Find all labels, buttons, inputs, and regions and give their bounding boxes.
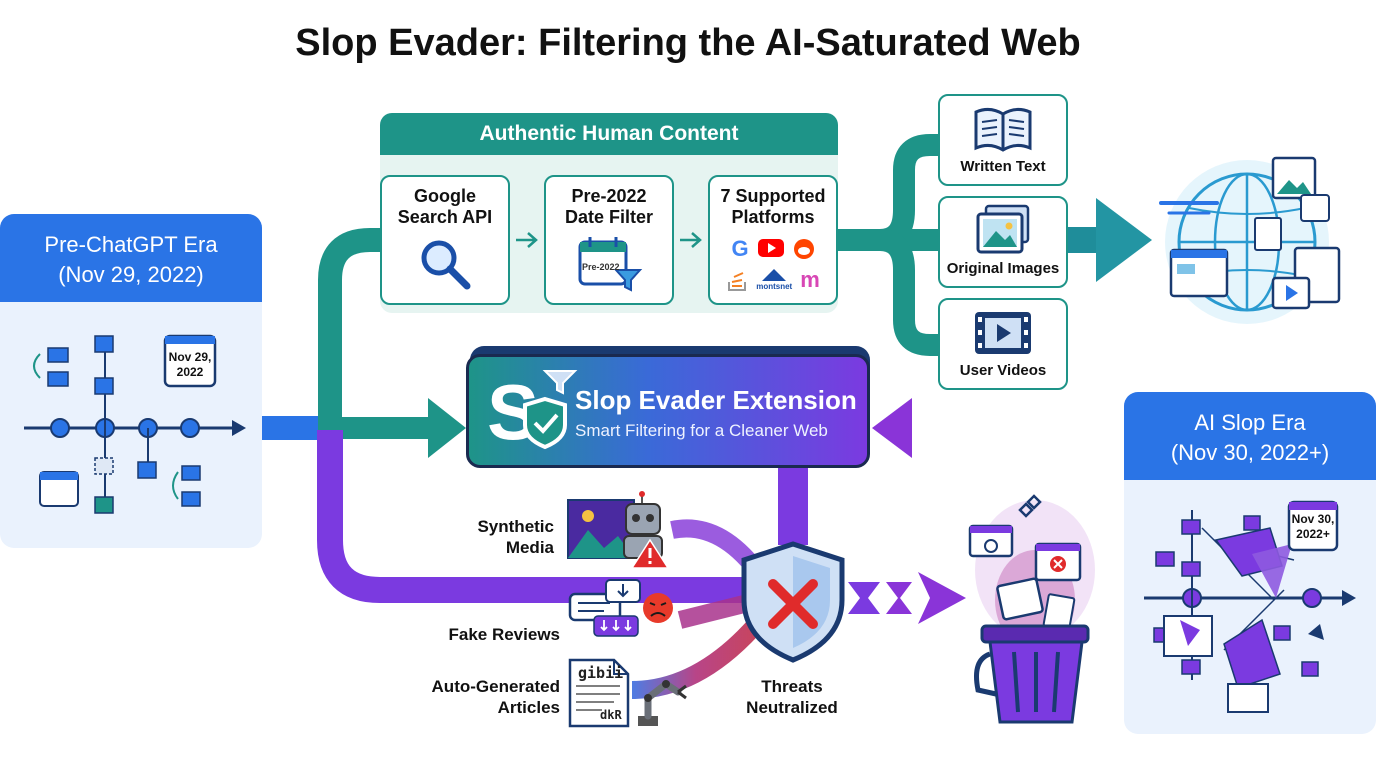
from-ai-era-arrow — [872, 398, 912, 458]
ai-slop-era-panel: AI Slop Era (Nov 30, 2022+) Nov 30, 2022… — [1124, 392, 1376, 734]
pre-era-title: Pre-ChatGPT Era — [44, 232, 218, 257]
content-written-text-label: Written Text — [960, 158, 1046, 175]
pre-era-calendar-line2: 2022 — [176, 365, 204, 379]
to-authentic-connector — [318, 228, 390, 430]
trash-bin-icon — [968, 494, 1095, 724]
content-user-videos: User Videos — [938, 298, 1068, 390]
page-title: Slop Evader: Filtering the AI-Saturated … — [295, 22, 1081, 64]
to-trash-arrow — [918, 572, 966, 624]
pre-chatgpt-era-panel: Pre-ChatGPT Era (Nov 29, 2022) Nov 29, 2… — [0, 214, 262, 548]
book-icon — [974, 107, 1032, 152]
youtube-icon — [757, 239, 784, 257]
threats-neutralized-line2: Neutralized — [746, 698, 838, 717]
step-platforms-line1: 7 Supported — [720, 186, 826, 206]
authentic-content-title: Authentic Human Content — [479, 122, 739, 145]
video-film-icon — [975, 312, 1031, 354]
pre-era-date: (Nov 29, 2022) — [58, 262, 204, 287]
magnifier-icon — [421, 240, 471, 290]
reddit-icon — [793, 239, 814, 259]
extension-tagline: Smart Filtering for a Cleaner Web — [575, 421, 828, 440]
step-date-filter: Pre-2022 Date Filter Pre-2022 — [544, 175, 674, 305]
synthetic-media-line2: Media — [505, 538, 554, 557]
threat-shield-icon — [741, 541, 845, 663]
threats-neutralized-line1: Threats — [761, 677, 823, 696]
ai-era-chaotic-timeline-graphic — [1144, 500, 1356, 713]
synthetic-media-label: Synthetic Media — [456, 516, 554, 558]
extension-name: Slop Evader Extension — [575, 385, 857, 415]
mumsnet-text: montsnet — [756, 282, 793, 291]
to-extension-arrow — [428, 398, 466, 458]
clean-web-globe-icon — [1159, 156, 1341, 324]
auto-generated-articles-label: Auto-Generated Articles — [414, 676, 560, 718]
pre-chatgpt-era-heading: Pre-ChatGPT Era (Nov 29, 2022) — [0, 214, 262, 302]
slop-evader-logo-icon: S — [487, 368, 578, 456]
content-original-images-label: Original Images — [946, 260, 1060, 277]
article-gibberish-bottom: dkR — [600, 708, 622, 722]
step-platforms: 7 Supported Platforms G montsnet m — [708, 175, 838, 305]
extension-to-shield-connector — [778, 465, 808, 545]
article-gibberish-top: gibii — [578, 664, 624, 682]
m-platform-icon: m — [800, 267, 820, 292]
ai-era-title: AI Slop Era — [1194, 410, 1306, 435]
pre-era-calendar-line1: Nov 29, — [168, 350, 212, 364]
ai-era-calendar-line2: 2022+ — [1296, 527, 1330, 541]
stackoverflow-icon — [728, 272, 747, 291]
step-date-line1: Pre-2022 — [571, 186, 647, 206]
arrow-right-icon — [516, 232, 538, 248]
ai-slop-era-heading: AI Slop Era (Nov 30, 2022+) — [1124, 392, 1376, 480]
ai-era-date: (Nov 30, 2022+) — [1170, 440, 1330, 465]
auto-generated-line1: Auto-Generated — [431, 677, 560, 696]
image-stack-icon — [976, 204, 1030, 254]
mumsnet-icon — [762, 269, 787, 281]
synthetic-media-line1: Synthetic — [477, 517, 554, 536]
fake-reviews-icon — [568, 579, 673, 637]
step-google-line1: Google — [414, 186, 476, 206]
auto-generated-line2: Articles — [497, 698, 560, 717]
step-platforms-line2: Platforms — [731, 207, 815, 227]
pre-era-timeline-graphic — [24, 334, 246, 514]
google-icon: G — [731, 236, 749, 261]
content-user-videos-label: User Videos — [959, 362, 1047, 379]
calendar-filter-icon: Pre-2022 — [574, 234, 644, 292]
pre-era-calendar-text: Nov 29, 2022 — [165, 350, 215, 380]
to-shield-connector — [317, 430, 760, 603]
synthetic-media-robot-icon — [567, 491, 670, 569]
step-google-line2: Search API — [397, 207, 493, 227]
content-written-text: Written Text — [938, 94, 1068, 186]
fake-reviews-label: Fake Reviews — [448, 625, 560, 644]
to-globe-arrow — [1096, 198, 1152, 282]
slop-evader-extension: S Slop Evader Extension Smart Filtering … — [466, 354, 870, 468]
step-google-search: Google Search API — [380, 175, 510, 305]
ai-era-calendar-text: Nov 30, 2022+ — [1289, 512, 1337, 542]
ai-era-calendar-line1: Nov 30, — [1291, 512, 1335, 526]
authentic-content-header: Authentic Human Content — [380, 113, 838, 155]
mumsnet-logo: montsnet — [756, 268, 792, 292]
content-original-images: Original Images — [938, 196, 1068, 288]
arrow-right-icon — [680, 232, 702, 248]
auto-article-document-robot-arm-icon — [568, 658, 687, 728]
threats-neutralized-label: Threats Neutralized — [740, 676, 844, 718]
calendar-filter-text: Pre-2022 — [582, 262, 620, 272]
step-date-line2: Date Filter — [564, 207, 654, 227]
